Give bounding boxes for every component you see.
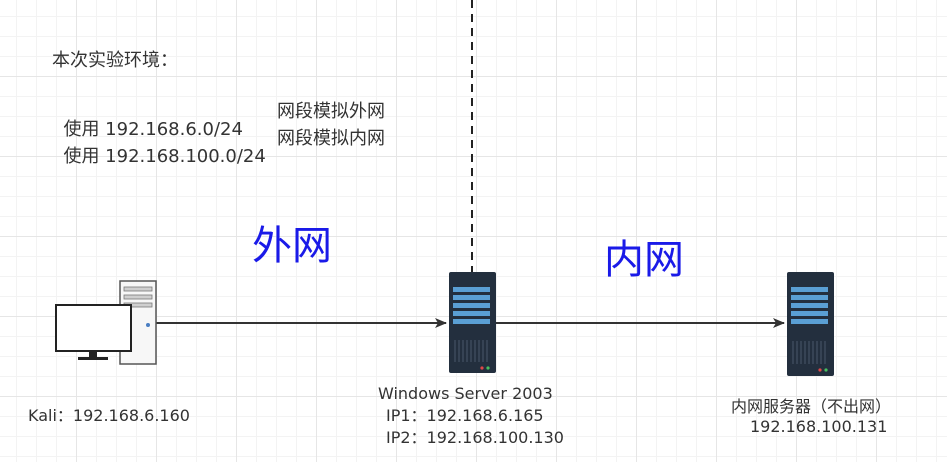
inner-zone-label: 内网 xyxy=(604,237,684,283)
gateway-ip2-label: IP2：192.168.100.130 xyxy=(386,428,564,447)
environment-line-outer: 使用 192.168.6.0/24 网段模拟外网 xyxy=(52,103,385,140)
environment-line-label: 网段模拟外网 xyxy=(277,101,385,122)
environment-title: 本次实验环境： xyxy=(52,50,178,71)
desktop-computer-icon xyxy=(55,280,157,365)
internal-server-icon xyxy=(787,272,834,376)
gateway-name-label: Windows Server 2003 xyxy=(378,384,553,403)
outer-zone-label: 外网 xyxy=(252,223,332,269)
kali-ip-label: Kali：192.168.6.160 xyxy=(28,406,190,425)
environment-line-inner: 使用 192.168.100.0/24 网段模拟内网 xyxy=(52,130,385,167)
internal-server-name-label: 内网服务器（不出网） xyxy=(731,397,892,416)
environment-line-label: 网段模拟内网 xyxy=(277,128,385,149)
gateway-ip1-label: IP1：192.168.6.165 xyxy=(386,406,544,425)
environment-line-prefix: 使用 192.168.100.0/24 xyxy=(63,146,266,167)
internal-server-ip-label: 192.168.100.131 xyxy=(750,417,888,436)
gateway-server-icon xyxy=(449,272,496,373)
environment-line-prefix: 使用 192.168.6.0/24 xyxy=(63,119,243,140)
